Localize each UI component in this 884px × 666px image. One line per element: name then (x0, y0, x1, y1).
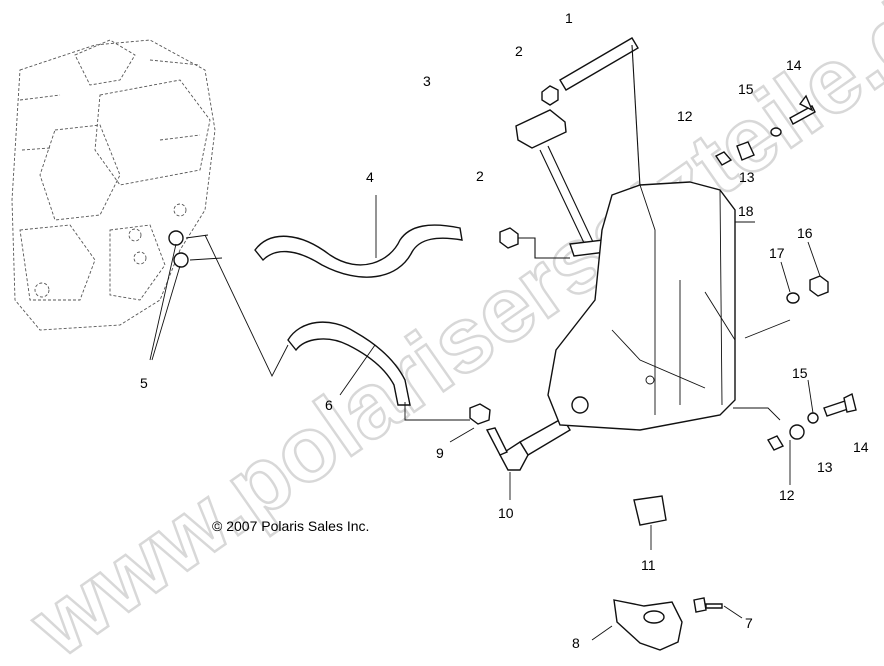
part-9-nut (404, 402, 491, 443)
callout-17: 17 (769, 245, 785, 261)
callout-10: 10 (498, 505, 514, 521)
callout-15-lower: 15 (792, 365, 808, 381)
callout-2-top: 2 (515, 43, 523, 59)
part-7-bolt (693, 597, 743, 619)
callout-12-upper: 12 (677, 108, 693, 124)
callout-5: 5 (140, 375, 148, 391)
callout-13-upper: 13 (739, 169, 755, 185)
callout-labels: 1 2 3 4 2 5 6 9 10 11 8 7 12 13 14 15 12… (140, 10, 869, 651)
callout-14-upper: 14 (786, 57, 802, 73)
copyright-text: © 2007 Polaris Sales Inc. (212, 518, 369, 534)
lower-fastener-set (766, 379, 857, 485)
part-8-bracket (591, 599, 683, 651)
part-2-nut-mid (499, 227, 570, 259)
callout-3: 3 (423, 73, 431, 89)
part-6-hose (204, 234, 411, 406)
part-4-hose (254, 195, 463, 278)
part-10-elbow (485, 417, 571, 500)
callout-18: 18 (738, 203, 754, 219)
callout-7: 7 (745, 615, 753, 631)
callout-2-mid: 2 (476, 168, 484, 184)
callout-11: 11 (641, 557, 656, 573)
watermark: www.polarisersatzteile.de (11, 0, 884, 666)
upper-fastener-set (714, 94, 816, 166)
callout-13-lower: 13 (817, 459, 833, 475)
callout-6: 6 (325, 397, 333, 413)
part-11-grommet (633, 495, 667, 550)
callout-9: 9 (436, 445, 444, 461)
callout-16: 16 (797, 225, 813, 241)
callout-8: 8 (572, 635, 580, 651)
callout-12-lower: 12 (779, 487, 795, 503)
engine-illustration (11, 39, 216, 331)
part-2-nut-top (541, 85, 559, 106)
part-18-oil-tank (547, 181, 791, 431)
part-3-dipstick (515, 109, 607, 257)
callout-14-lower: 14 (853, 439, 869, 455)
part-16-17 (780, 241, 829, 304)
watermark-text: www.polarisersatzteile.de (12, 0, 884, 661)
callout-1: 1 (565, 10, 573, 26)
callout-4: 4 (366, 169, 374, 185)
callout-15-upper: 15 (738, 81, 754, 97)
part-5-clamps (149, 230, 223, 361)
